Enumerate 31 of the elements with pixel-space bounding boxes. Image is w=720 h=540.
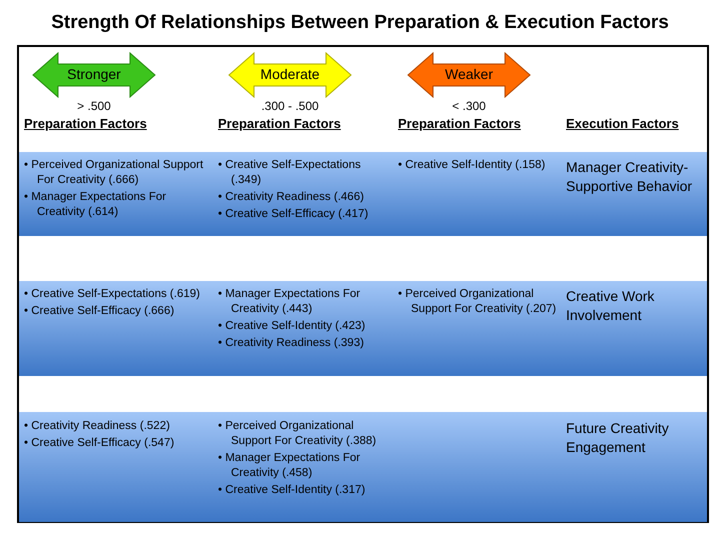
execution-factor: Manager Creativity-Supportive Behavior <box>566 158 694 196</box>
arrow-label: Moderate <box>259 66 321 82</box>
list-item: • Creativity Readiness (.466) <box>218 190 365 205</box>
range-label: .300 - .500 <box>260 99 320 113</box>
list-item: • Creative Self-Identity (.317) <box>218 483 366 498</box>
column-header: Execution Factors <box>566 116 679 131</box>
list-item: • Creativity Readiness (.393) <box>218 336 365 351</box>
range-label: > .500 <box>76 99 112 113</box>
list-item: • Creative Self-Efficacy (.666) <box>24 304 176 319</box>
list-item: • Creativity Readiness (.522) <box>24 419 171 434</box>
arrow-label: Stronger <box>66 66 122 82</box>
list-item: • Perceived Organizational Support For Creativity (.666) <box>24 158 204 188</box>
list-item: • Manager Expectations For Creativity (.614) <box>24 190 168 220</box>
list-item: • Perceived Organizational Support For Creativity (.207) <box>398 287 558 317</box>
range-label: < .300 <box>451 99 487 113</box>
execution-factor: Creative Work Involvement <box>566 287 656 325</box>
column-header: Preparation Factors <box>24 116 147 131</box>
execution-factor: Future Creativity Engagement <box>566 419 670 457</box>
list-item: • Creative Self-Efficacy (.417) <box>218 207 370 222</box>
list-item: • Creative Self-Expectations (.349) <box>218 158 362 188</box>
list-item: • Creative Self-Efficacy (.547) <box>24 436 176 451</box>
arrow-label: Weaker <box>444 66 494 82</box>
title: Strength Of Relationships Between Preparation & Execution Factors <box>50 12 670 34</box>
list-item: • Creative Self-Identity (.423) <box>218 319 366 334</box>
column-header: Preparation Factors <box>218 116 341 131</box>
list-item: • Creative Self-Expectations (.619) <box>24 287 201 302</box>
list-item: • Perceived Organizational Support For Creativity (.388) <box>218 419 378 449</box>
list-item: • Manager Expectations For Creativity (.443) <box>218 287 362 317</box>
list-item: • Creative Self-Identity (.158) <box>398 158 546 173</box>
list-item: • Manager Expectations For Creativity (.458) <box>218 451 362 481</box>
column-header: Preparation Factors <box>398 116 521 131</box>
